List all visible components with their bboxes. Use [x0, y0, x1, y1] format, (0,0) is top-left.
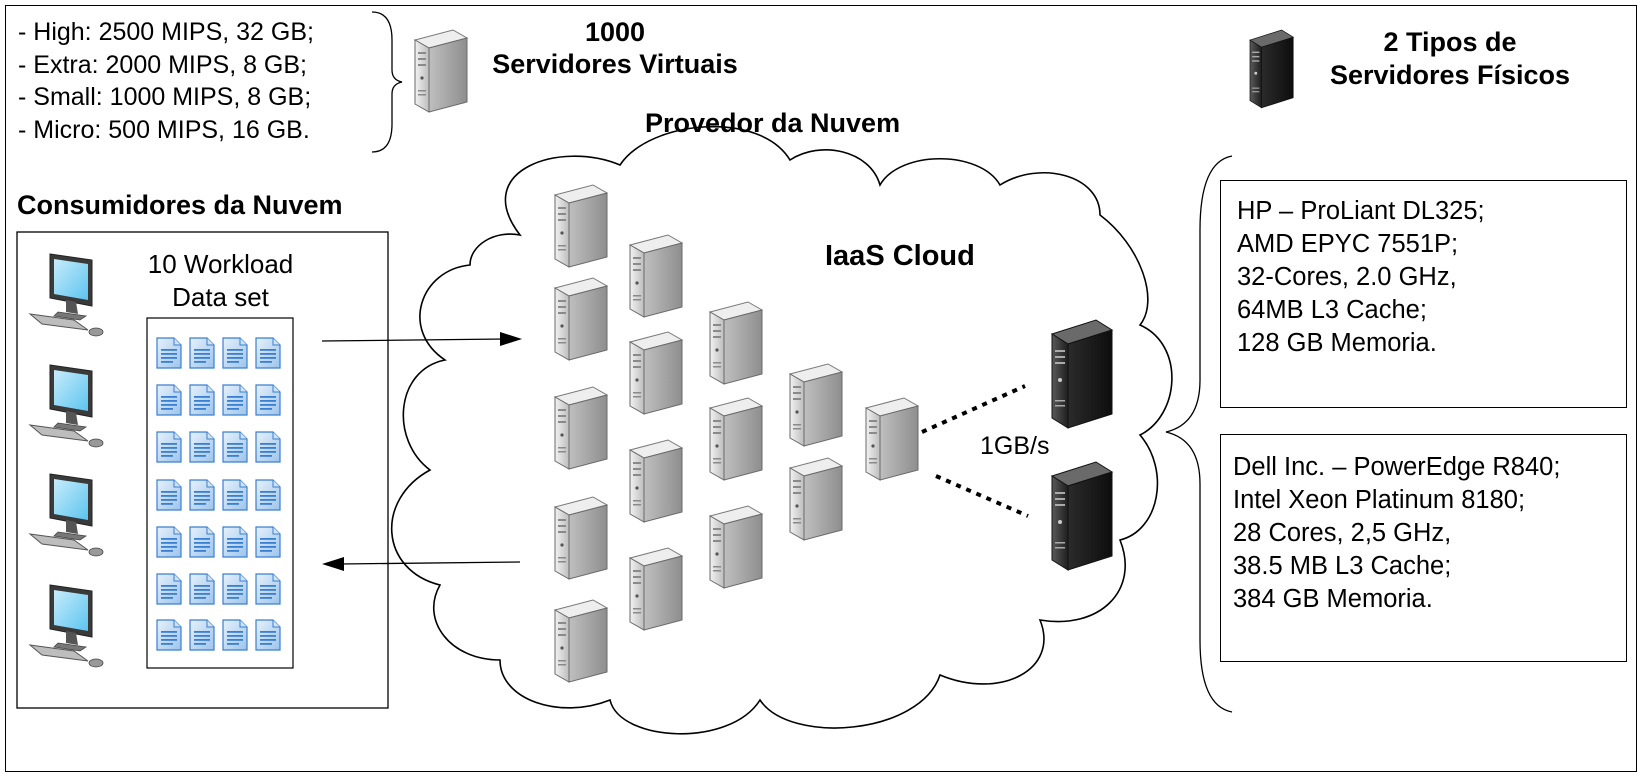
virtual-servers-label: Servidores Virtuais [492, 49, 738, 79]
virtual-server-icon [554, 277, 608, 361]
workload-line1: 10 Workload [147, 249, 294, 279]
virtual-server-icon [709, 505, 763, 589]
virtual-server-icon [554, 386, 608, 470]
document-icon [189, 384, 215, 416]
virtual-server-icon [629, 439, 683, 523]
dell-spec-line: 28 Cores, 2,5 GHz, [1233, 519, 1452, 547]
virtual-server-icon [789, 363, 843, 447]
physical-server-hp-icon [1051, 319, 1113, 429]
document-icon [222, 337, 248, 369]
virtual-servers-title: 1000 Servidores Virtuais [470, 16, 760, 80]
document-icon [156, 573, 182, 605]
virtual-server-icon [709, 397, 763, 481]
virtual-server-icon [554, 496, 608, 580]
physical-servers-title: 2 Tipos de Servidores Físicos [1300, 26, 1600, 92]
document-icon [222, 431, 248, 463]
link-to-hp [921, 384, 1026, 434]
dell-spec-line: 384 GB Memoria. [1233, 585, 1433, 613]
document-icon [255, 526, 281, 558]
vm-spec-line: - High: 2500 MIPS, 32 GB; [18, 18, 314, 46]
document-icon [222, 573, 248, 605]
hp-spec-line: AMD EPYC 7551P; [1237, 230, 1459, 258]
dell-spec-line: Intel Xeon Platinum 8180; [1233, 486, 1526, 514]
physical-server-dell-icon [1051, 461, 1113, 571]
virtual-server-icon [554, 599, 608, 683]
hp-spec-line: 32-Cores, 2.0 GHz, [1237, 263, 1457, 291]
diagram-frame [5, 5, 1637, 772]
document-icon [156, 337, 182, 369]
document-icon [156, 526, 182, 558]
hp-spec-line: 64MB L3 Cache; [1237, 296, 1427, 324]
vm-spec-line: - Small: 1000 MIPS, 8 GB; [18, 83, 312, 111]
hp-server-spec-box: HP – ProLiant DL325; AMD EPYC 7551P; 32-… [1220, 180, 1627, 408]
virtual-server-icon [629, 331, 683, 415]
workload-label: 10 Workload Data set [128, 248, 313, 314]
consumer-label: Consumidores da Nuvem [17, 190, 343, 220]
vm-specs-list: - High: 2500 MIPS, 32 GB; - Extra: 2000 … [18, 16, 314, 146]
document-icon [189, 526, 215, 558]
document-icon [156, 619, 182, 651]
document-icon [222, 479, 248, 511]
document-icon [222, 526, 248, 558]
cloud-label: IaaS Cloud [825, 240, 975, 272]
virtual-server-icon [629, 234, 683, 318]
document-icon [255, 384, 281, 416]
virtual-server-icon [709, 301, 763, 385]
dell-spec-line: Dell Inc. – PowerEdge R840; [1233, 453, 1561, 481]
document-icon [189, 479, 215, 511]
virtual-server-icon [554, 184, 608, 268]
document-icon [156, 384, 182, 416]
virtual-server-icon [629, 547, 683, 631]
virtual-servers-count: 1000 [584, 17, 646, 47]
physical-server-title-icon [1249, 29, 1294, 109]
vm-specs-brace [371, 11, 403, 153]
workload-line2: Data set [172, 282, 269, 312]
virtual-server-icon [789, 457, 843, 541]
request-arrow [321, 332, 522, 346]
document-icon [156, 431, 182, 463]
dell-server-spec-box: Dell Inc. – PowerEdge R840; Intel Xeon P… [1220, 434, 1627, 662]
document-icon [189, 337, 215, 369]
document-icon [222, 384, 248, 416]
physical-servers-line2: Servidores Físicos [1329, 60, 1571, 90]
document-icon [255, 431, 281, 463]
document-icon [156, 479, 182, 511]
hp-spec-line: HP – ProLiant DL325; [1237, 197, 1485, 225]
vm-spec-line: - Extra: 2000 MIPS, 8 GB; [18, 50, 308, 79]
hp-spec-line: 128 GB Memoria. [1237, 329, 1437, 357]
provider-label: Provedor da Nuvem [645, 108, 901, 138]
document-icon [255, 619, 281, 651]
document-icon [222, 619, 248, 651]
physical-servers-brace [1165, 155, 1233, 713]
document-icon [189, 573, 215, 605]
document-icon [255, 479, 281, 511]
virtual-server-title-icon [414, 29, 468, 113]
document-icon [255, 337, 281, 369]
dell-spec-line: 38.5 MB L3 Cache; [1233, 552, 1452, 580]
response-arrow [322, 557, 521, 571]
document-icon [189, 431, 215, 463]
vm-spec-line: - Micro: 500 MIPS, 16 GB. [18, 115, 310, 144]
virtual-server-icon [865, 397, 919, 481]
document-icon [255, 573, 281, 605]
cloud-shape [391, 125, 1173, 735]
physical-servers-line1: 2 Tipos de [1383, 27, 1517, 57]
link-speed-label: 1GB/s [980, 432, 1050, 460]
document-icon [189, 619, 215, 651]
